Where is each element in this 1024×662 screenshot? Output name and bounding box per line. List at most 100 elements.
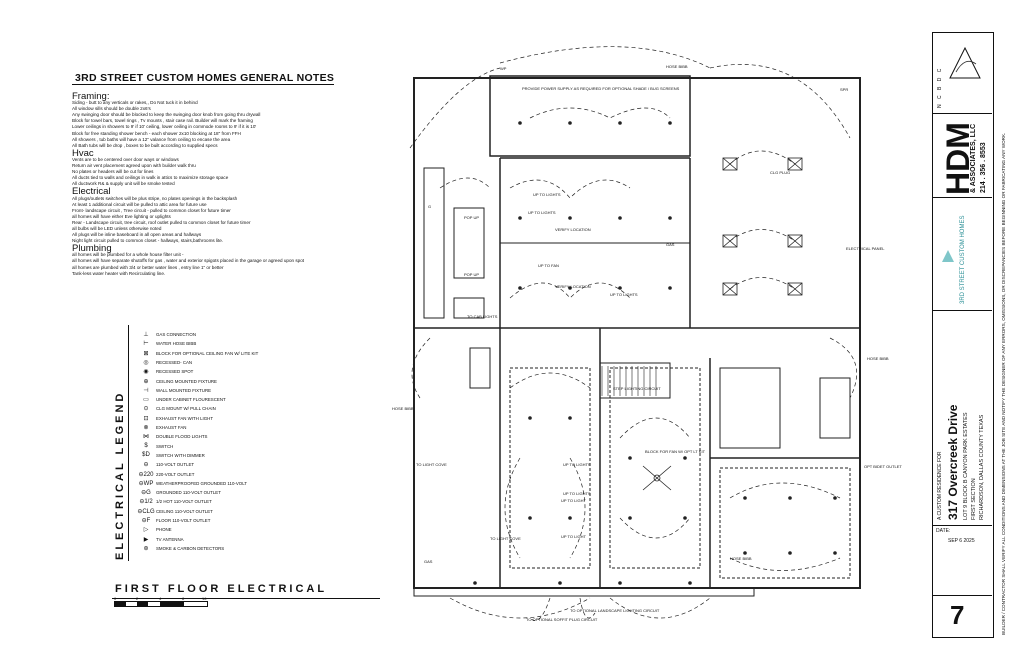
label-to-light-cove-2: TO LIGHT COVE (490, 536, 521, 541)
drawing-title-rule (112, 598, 380, 599)
notes-line: Return air vent placement agreed upon wi… (72, 163, 196, 169)
notes-line: All showers , tub baths will have a 12" … (72, 136, 231, 142)
legend-item: $ SWITCH (136, 442, 286, 451)
label-wp-outlet: WP (500, 66, 507, 71)
label-up-to-lights-1: UP TO LIGHTS (533, 192, 561, 197)
legend-symbol-icon: ⊢ (143, 341, 149, 348)
legend-item: ⊠BLOCK FOR OPTIONAL CEILING FAN W/ LITE … (136, 349, 286, 358)
legend-symbol-icon: $D (142, 452, 150, 459)
notes-heading: Framing: (72, 91, 110, 102)
label-to-light-cove: TO LIGHT COVE (416, 462, 447, 467)
notes-heading: Electrical (72, 186, 111, 198)
legend-symbol-icon: ⊛ (143, 545, 149, 552)
label-up-to-lights-4: UP TO LIGHTS (563, 462, 591, 467)
legend-item: ⊣WALL MOUNTED FIXTURE (136, 386, 286, 395)
notes-line: Lower ceilings in showers to 9' if 10' c… (72, 124, 257, 130)
label-to-cab-lights: TO CAB LIGHTS (467, 314, 498, 319)
general-notes: Framing:Siding - butt to any verticals o… (72, 92, 372, 277)
legend-symbol-icon: ⊡ (143, 415, 149, 422)
firm-phone: 214 . 356 . 8553 (980, 142, 987, 193)
notes-line: all bulbs will be LED unless otherwise n… (72, 225, 162, 231)
label-block-fan: BLOCK FOR FAN W/ OPT LT KIT (645, 449, 706, 454)
label-g-outlet: G (428, 204, 431, 209)
legend-label: SMOKE & CARBON DETECTORS (156, 545, 225, 551)
legend-label: PHONE (156, 527, 172, 533)
scale-label-0: 0 (114, 596, 117, 601)
label-pop-up-1: POP UP (464, 215, 479, 220)
legend-item: ⊖110-VOLT OUTLET (136, 460, 286, 469)
legend-rule (128, 325, 130, 561)
legend-title: ELECTRICAL LEGEND (114, 390, 126, 560)
project-phase: FIRST SECTION (971, 478, 977, 520)
legend-item: $D SWITCH WITH DIMMER (136, 451, 286, 460)
tb-rule-4 (932, 525, 992, 526)
legend-item: ⊗ EXHAUST FAN (136, 423, 286, 432)
legend-symbol-icon: ⊖1/2 (139, 499, 153, 506)
brand-name: 3RD STREET CUSTOM HOMES (960, 215, 966, 304)
label-verify-location-2: VERIFY LOCATION (555, 284, 591, 289)
legend-label: 1/2 HOT 110-VOLT OUTLET (156, 499, 212, 505)
legend-symbol-icon: ⊖ (143, 462, 149, 469)
ncbdc-seal-icon (946, 44, 984, 84)
notes-line: All ducts tied to walls and ceilings in … (72, 175, 229, 181)
legend-label: SWITCH (156, 443, 174, 449)
notes-line: All plugs will be inline baseboard in al… (72, 232, 202, 238)
notes-line: All ductwork R& & supply unit will be sm… (72, 181, 175, 187)
notes-line: all homes will be plumbed for a whole ho… (72, 252, 184, 258)
legend-symbol-icon: ⊠ (143, 350, 149, 357)
legend-item: ▷PHONE (136, 525, 286, 534)
floor-plan-drawing: PROVIDE POWER SUPPLY AS REQUIRED FOR OPT… (392, 46, 902, 622)
legend-symbol-icon: ⊖220 (138, 471, 154, 478)
scale-label-8: 8 (182, 596, 185, 601)
label-electrical-panel: ELECTRICAL PANEL (846, 246, 885, 251)
legend-item: ▶TV ANTENNA (136, 535, 286, 544)
project-address: 317 Overcreek Drive (946, 404, 960, 520)
label-pop-up-2: POP UP (464, 272, 479, 277)
builder-disclaimer: BUILDER / CONTRACTOR SHALL VERIFY ALL CO… (1001, 132, 1006, 635)
legend-label: TV ANTENNA (156, 536, 184, 542)
notes-line: all homes will have either Eve lighting … (72, 213, 171, 219)
legend-symbol-icon: ⊣ (143, 387, 149, 394)
tb-rule-3 (932, 310, 992, 311)
legend-label: RECESSED- CAN (156, 359, 193, 365)
tb-rule-5 (932, 595, 992, 596)
scale-label-2: 2 (136, 596, 139, 601)
notes-line: Siding - butt to any verticals or rakes,… (72, 100, 198, 106)
graphic-scale-bar (114, 601, 208, 607)
label-hose-bibb-right: HOSE BIBB (867, 356, 889, 361)
notes-line: Block for free standing shower bench - e… (72, 130, 241, 136)
legend-item: ◉RECESSED SPOT (136, 367, 286, 376)
notes-line: Front- landscape circuit , Tree circuit … (72, 207, 231, 213)
label-up-to-lights-5: UP TO LIGHTS (563, 491, 591, 496)
legend-label: SWITCH WITH DIMMER (156, 452, 205, 458)
notes-line: Any swinging door should be blocked to k… (72, 112, 261, 118)
legend-item: ⊕CEILING MOUNTED FIXTURE (136, 377, 286, 386)
legend-symbol-icon: ⊖F (141, 518, 151, 524)
notes-line: all homes are plumbed with 3/4 or better… (72, 264, 224, 270)
legend-label: FLOOR 110-VOLT OUTLET (156, 518, 211, 523)
label-up-to-lights-3: UP TO LIGHTS (528, 210, 556, 215)
legend-label: GROUNDED 110-VOLT OUTLET (156, 490, 221, 496)
legend-symbol-icon: ⊥ (143, 332, 149, 338)
legend-symbol-icon: ⊗ (143, 425, 149, 431)
project-for: A CUSTOM RESIDENCE FOR (937, 451, 943, 520)
legend-symbol-icon: ⊖CLG (137, 508, 155, 515)
legend-label: EXHAUST FAN (156, 425, 187, 430)
legend-symbol-icon: $ (144, 443, 148, 450)
legend-item: ⊛ SMOKE & CARBON DETECTORS (136, 544, 286, 553)
scale-label-16: 16 (202, 596, 207, 601)
notes-line: At least 1 additional circuit will be pu… (72, 201, 207, 207)
legend-item: ▭UNDER CABINET FLOURESCENT (136, 395, 286, 404)
notes-line: No plates or headers will be cut for lin… (72, 169, 154, 175)
label-up-to-light-1: UP TO LIGHT (561, 534, 586, 539)
exterior-wall (413, 77, 861, 589)
label-hose-bibb-bottom: HOSE BIBB (730, 556, 752, 561)
label-opt-bidet: OPT BIDET OUTLET (864, 464, 902, 469)
notes-line: all homes will have separate shutoffs fo… (72, 258, 305, 264)
legend-label: RECESSED SPOT (156, 369, 194, 375)
notes-line: All Bath tubs will be drop , boxes to be… (72, 142, 218, 148)
scale-label-4: 4 (159, 596, 162, 601)
legend-label: WEATHERPROOFED GROUNDED 110-VOLT (156, 480, 247, 486)
